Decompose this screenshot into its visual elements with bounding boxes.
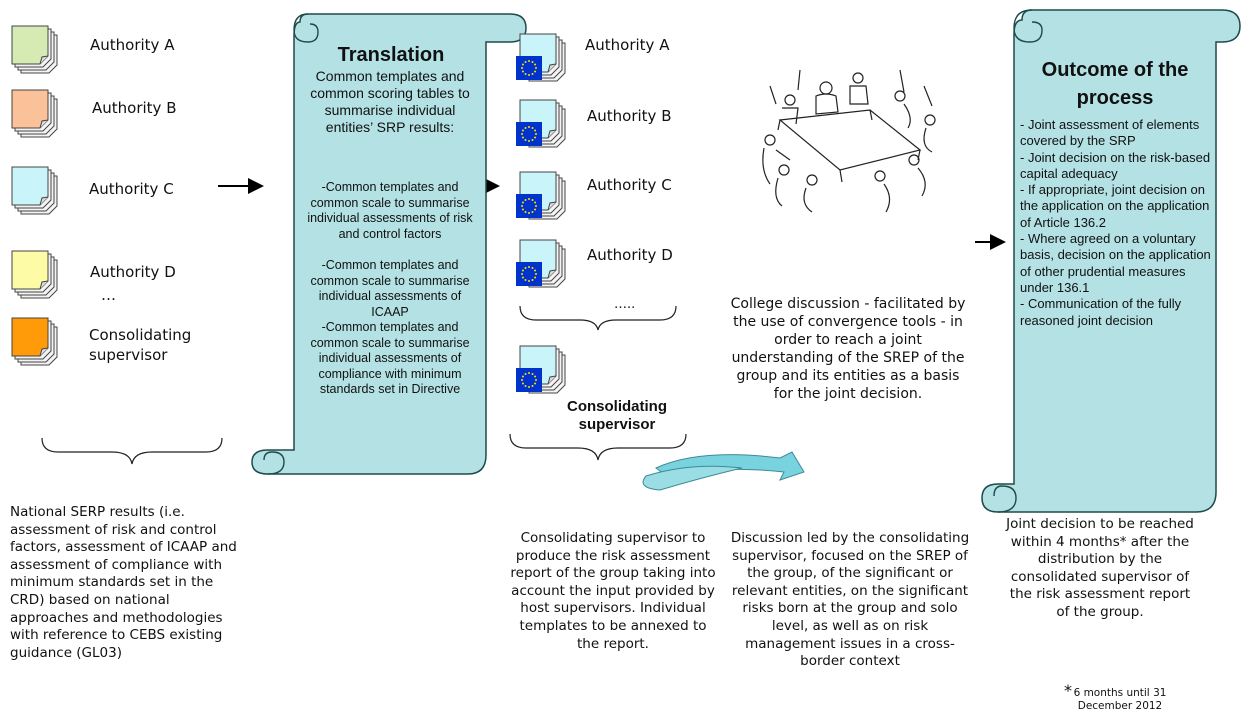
outcome-item-1: - Joint assessment of elements covered b… xyxy=(1020,117,1200,149)
eu-consolidating-label: Consolidating supervisor xyxy=(567,398,667,433)
left-note: National SERP results (i.e. assessment o… xyxy=(10,504,237,661)
footnote-mark: * xyxy=(1064,681,1072,700)
left-doc-stack-5 xyxy=(11,317,58,366)
eu-authority-a-label: Authority A xyxy=(585,36,670,54)
outcome-item-3: - If appropriate, joint decision on the … xyxy=(1020,182,1210,230)
eu-flag xyxy=(516,194,542,218)
eu-flag xyxy=(516,56,542,80)
left-doc-stack-1 xyxy=(11,25,58,74)
translation-title: Translation xyxy=(337,44,445,66)
meeting-illustration xyxy=(762,69,936,213)
eu-flag xyxy=(516,262,542,286)
outcome-items: - Joint assessment of elements covered b… xyxy=(1020,117,1216,329)
translation-item-3: -Common templates and common scale to su… xyxy=(310,320,470,397)
eu-ellipsis: ….. xyxy=(614,297,636,312)
outcome-item-2: - Joint decision on the risk-based capit… xyxy=(1020,149,1211,181)
brace-eu-consolidating xyxy=(509,433,687,461)
translation-item-1: -Common templates and common scale to su… xyxy=(307,180,473,241)
eu-flag xyxy=(516,122,542,146)
eu-authority-b-label: Authority B xyxy=(587,107,672,125)
eu-doc-stack-2 xyxy=(516,99,566,148)
outcome-item-4: - Where agreed on a voluntary basis, dec… xyxy=(1020,231,1211,295)
left-authority-d-label: Authority D xyxy=(90,263,176,281)
left-ellipsis: … xyxy=(101,286,116,304)
left-consolidating-label: Consolidating supervisor xyxy=(89,326,192,364)
translation-item-2: -Common templates and common scale to su… xyxy=(310,258,470,319)
eu-doc-stack-5 xyxy=(516,345,566,394)
translation-scroll xyxy=(251,13,527,475)
college-discussion: College discussion - facilitated by the … xyxy=(730,296,966,402)
left-doc-stack-4 xyxy=(11,250,58,299)
footnote-text: 6 months until 31 December 2012 xyxy=(1073,687,1167,712)
eu-doc-stack-4 xyxy=(516,239,566,288)
college-led-by: Discussion led by the consolidating supe… xyxy=(730,530,970,670)
left-doc-stack-2 xyxy=(11,89,58,138)
eu-note: Consolidating supervisor to produce the … xyxy=(510,530,716,652)
brace-eu-authorities xyxy=(519,305,677,331)
eu-flag xyxy=(516,368,542,392)
outcome-title: Outcome of the process xyxy=(1041,59,1189,109)
outcome-item-5: - Communication of the fully reasoned jo… xyxy=(1020,296,1182,328)
outcome-scroll xyxy=(981,9,1241,513)
curved-arrow xyxy=(642,451,805,491)
brace-left xyxy=(41,437,223,465)
left-authority-b-label: Authority B xyxy=(92,99,177,117)
eu-authority-d-label: Authority D xyxy=(587,246,673,264)
left-authority-a-label: Authority A xyxy=(90,36,175,54)
left-authority-c-label: Authority C xyxy=(89,180,174,198)
eu-doc-stack-1 xyxy=(516,33,566,82)
left-doc-stack-3 xyxy=(11,166,58,215)
translation-intro: Common templates and common scoring tabl… xyxy=(310,68,470,135)
eu-authority-c-label: Authority C xyxy=(587,176,672,194)
outcome-note: Joint decision to be reached within 4 mo… xyxy=(1006,516,1194,620)
eu-doc-stack-3 xyxy=(516,171,566,220)
